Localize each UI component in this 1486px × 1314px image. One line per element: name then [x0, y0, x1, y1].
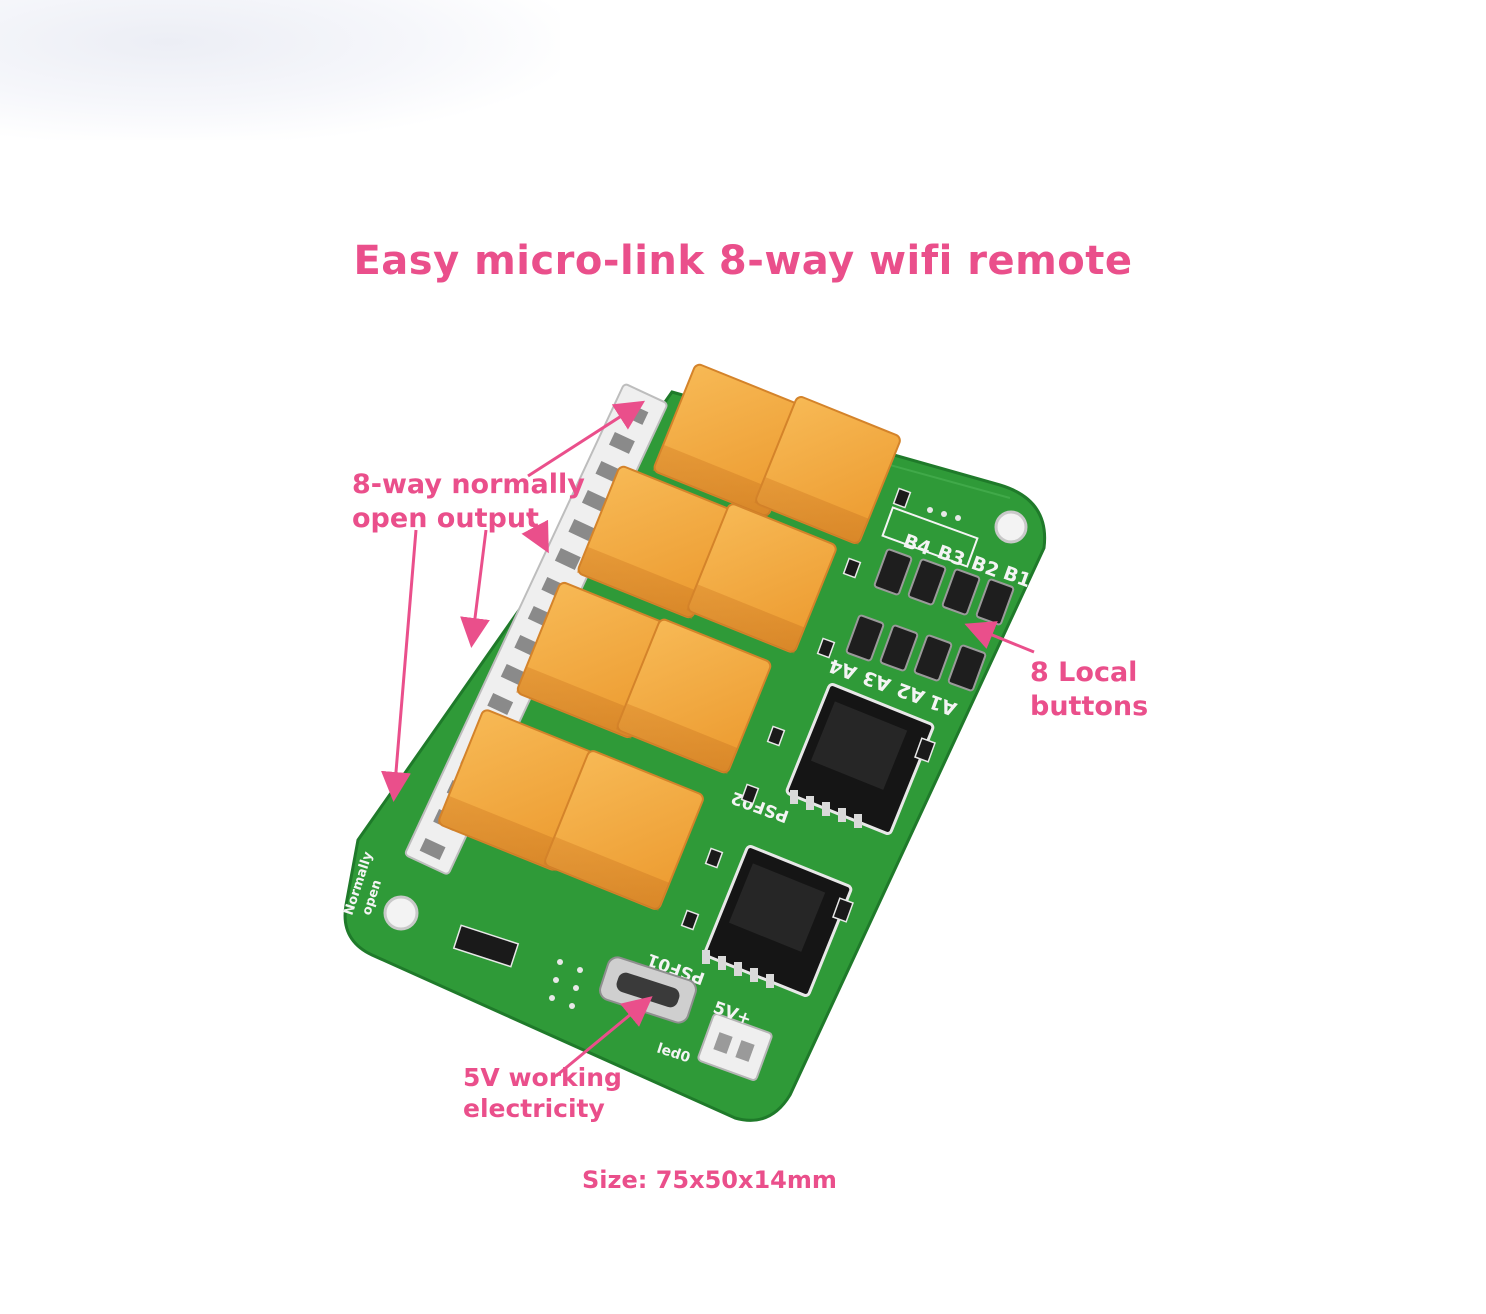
annotation-output-line2: open output: [352, 503, 539, 534]
annotation-buttons-line1: 8 Local: [1030, 657, 1138, 688]
annotation-power-line2: electricity: [463, 1094, 605, 1123]
power-connector: [697, 1013, 773, 1081]
annotation-power-line1: 5V working: [463, 1063, 622, 1092]
arrow-buttons: [964, 621, 1035, 654]
page-title: Easy micro-link 8-way wifi remote: [353, 238, 1133, 284]
button-area: [881, 506, 979, 568]
annotation-power: 5V working electricity: [463, 1062, 622, 1124]
annotation-buttons: 8 Local buttons: [1030, 656, 1148, 724]
wifi-module-psf02: [785, 683, 935, 835]
annotation-buttons-line2: buttons: [1030, 691, 1149, 722]
mount-hole: [994, 510, 1028, 544]
annotation-arrows: [381, 400, 1035, 1078]
annotation-output: 8-way normally open output: [352, 468, 585, 536]
arrow-output-top: [527, 400, 646, 478]
size-caption: Size: 75x50x14mm: [582, 1166, 837, 1194]
arrow-output-bottom: [381, 529, 418, 802]
buttons-row-b: [873, 548, 1015, 626]
mount-hole: [383, 895, 419, 931]
annotation-output-line1: 8-way normally: [352, 469, 585, 500]
arrow-output-middle: [460, 529, 490, 648]
via-dots: [549, 507, 961, 1009]
arrow-output-near: [521, 513, 549, 554]
background-haze: [0, 0, 560, 140]
smd-components: [452, 487, 936, 968]
relay-array: [437, 363, 901, 911]
arrow-power: [555, 996, 653, 1078]
wifi-module-psf01: [702, 845, 853, 997]
buttons-row-a: [845, 614, 987, 692]
